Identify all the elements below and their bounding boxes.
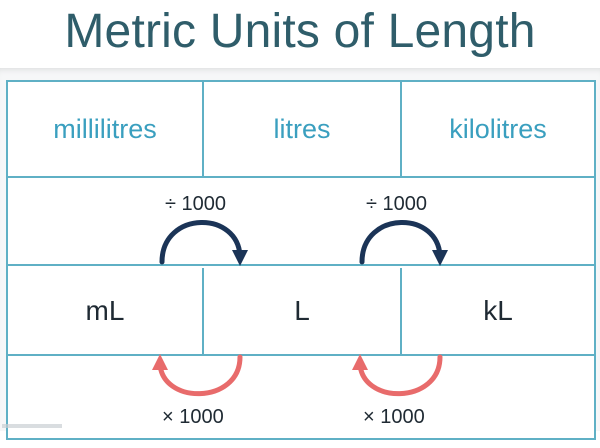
multiply-label-kl-to-l: × 1000 (363, 406, 425, 428)
divide-label-ml-to-l: ÷ 1000 (165, 193, 227, 215)
unit-name-kilolitres: kilolitres (449, 113, 547, 144)
page-title: Metric Units of Length (64, 5, 536, 58)
unit-name-cell: millilitres (8, 82, 204, 176)
conversion-table: millilitres litres kilolitres mL L kL (6, 80, 596, 440)
unit-symbol-kl: kL (483, 295, 513, 326)
unit-name-millilitres: millilitres (53, 113, 157, 144)
unit-symbol-cell: L (204, 268, 402, 354)
unit-name-cell: kilolitres (402, 82, 594, 176)
unit-symbol-cell: kL (402, 268, 594, 354)
divide-label-l-to-kl: ÷ 1000 (366, 193, 428, 215)
unit-symbol-cell: mL (8, 268, 204, 354)
footer-watermark (2, 424, 62, 428)
unit-symbols-row: mL L kL (8, 268, 594, 356)
unit-symbol-l: L (294, 295, 310, 326)
multiply-label-l-to-ml: × 1000 (162, 406, 224, 428)
unit-symbol-ml: mL (85, 295, 125, 326)
multiply-row (8, 358, 594, 448)
divide-row (8, 178, 594, 266)
unit-name-litres: litres (273, 113, 331, 144)
unit-names-row: millilitres litres kilolitres (8, 82, 594, 178)
unit-name-cell: litres (204, 82, 402, 176)
